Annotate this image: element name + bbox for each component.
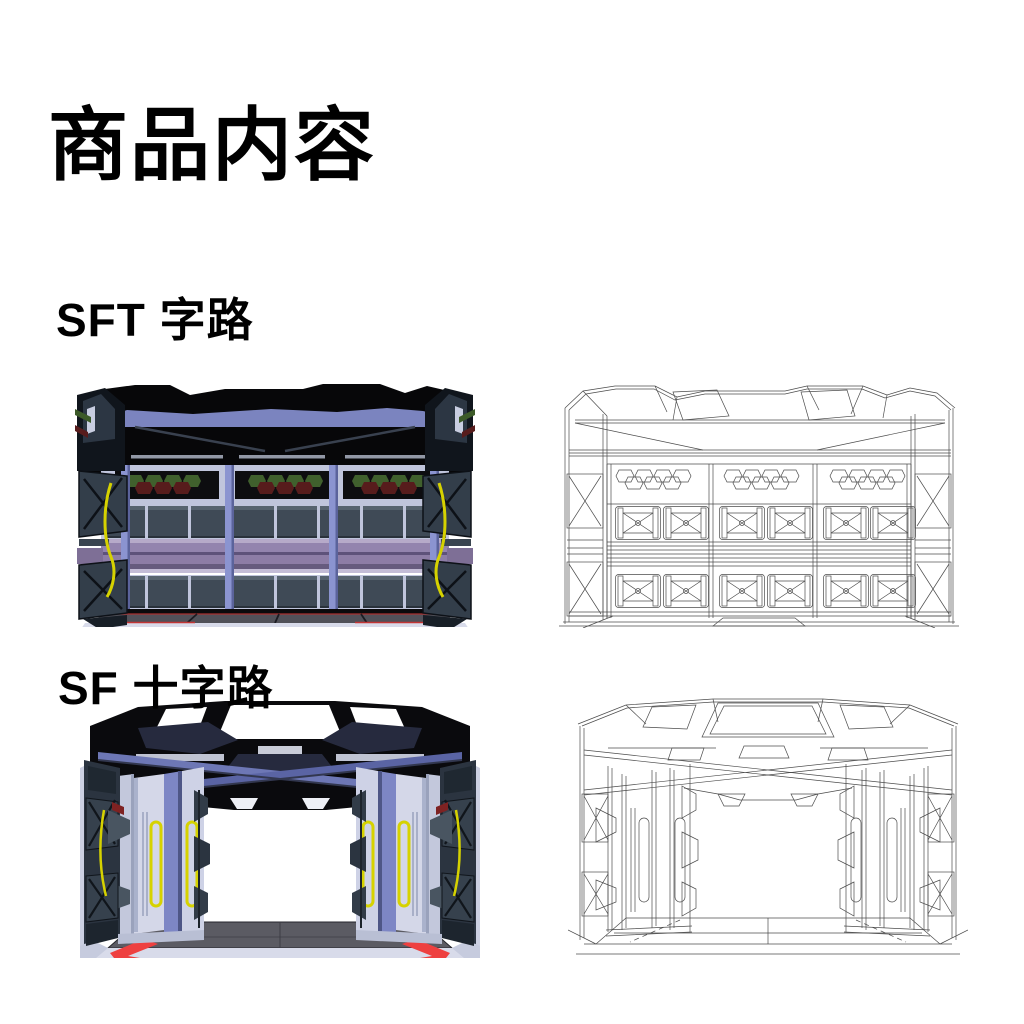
section-label-t-junction: SFT 字路 <box>56 294 254 347</box>
sf-crossroads-color-render <box>80 696 480 958</box>
sf-t-junction-color-render <box>75 379 475 627</box>
sf-t-junction-wireframe <box>553 378 965 628</box>
page-title: 商品内容 <box>48 100 376 190</box>
section-label-crossroads: SF 十字路 <box>58 662 274 715</box>
sf-crossroads-wireframe <box>568 692 968 956</box>
